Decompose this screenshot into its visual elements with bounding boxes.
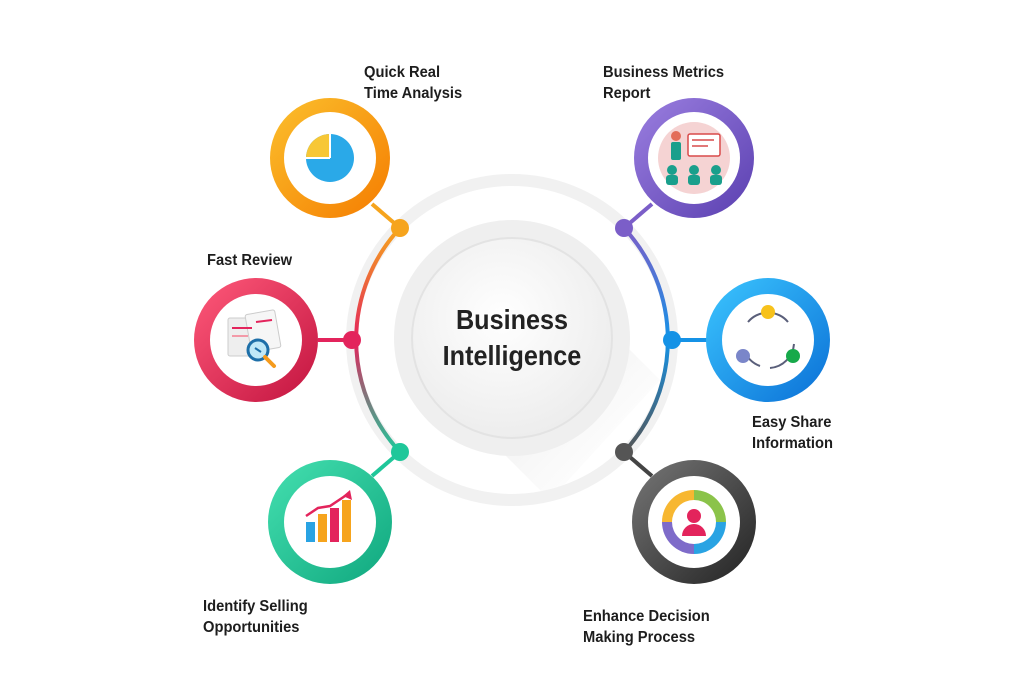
label-line2: Time Analysis <box>364 85 463 102</box>
center-title-line1: Business <box>455 304 569 335</box>
label-line2: Making Process <box>583 629 696 646</box>
label-easy-share-information: Easy Share Information <box>752 412 833 454</box>
dot-business-metrics-report <box>615 219 633 237</box>
right-arc <box>622 226 670 454</box>
node-fast-review <box>194 278 318 402</box>
node-identify-selling-opportunities <box>268 460 392 584</box>
share-cycle-icon <box>736 305 800 369</box>
document-magnifier-icon <box>227 309 282 368</box>
dot-quick-real-time-analysis <box>391 219 409 237</box>
label-line2: Opportunities <box>203 619 300 636</box>
left-arc <box>354 226 402 454</box>
label-enhance-decision-making-process: Enhance Decision Making Process <box>583 606 710 648</box>
label-line1: Quick Real <box>364 64 441 81</box>
label-line1: Fast Review <box>207 252 293 269</box>
dot-fast-review <box>343 331 361 349</box>
label-line2: Report <box>603 85 651 102</box>
label-line1: Business Metrics <box>603 64 725 81</box>
label-quick-real-time-analysis: Quick Real Time Analysis <box>364 62 462 104</box>
growth-bar-chart-icon <box>305 490 352 542</box>
node-quick-real-time-analysis <box>270 98 390 218</box>
label-line2: Information <box>752 435 833 452</box>
label-line1: Identify Selling <box>203 598 308 615</box>
label-fast-review: Fast Review <box>207 250 292 271</box>
label-line1: Easy Share <box>752 414 832 431</box>
center-title-line2: Intelligence <box>442 340 582 371</box>
pie-chart-icon <box>306 134 354 182</box>
dot-identify-selling-opportunities <box>391 443 409 461</box>
node-business-metrics-report <box>634 98 754 218</box>
node-easy-share-information <box>706 278 830 402</box>
label-line1: Enhance Decision <box>583 608 710 625</box>
node-enhance-decision-making-process <box>632 460 756 584</box>
center-circle <box>411 237 613 439</box>
user-target-icon <box>662 490 726 554</box>
dot-enhance-decision-making-process <box>615 443 633 461</box>
label-business-metrics-report: Business Metrics Report <box>603 62 724 104</box>
label-identify-selling-opportunities: Identify Selling Opportunities <box>203 596 308 638</box>
center-title: Business Intelligence <box>422 302 602 374</box>
presentation-icon <box>658 122 730 194</box>
dot-easy-share-information <box>663 331 681 349</box>
